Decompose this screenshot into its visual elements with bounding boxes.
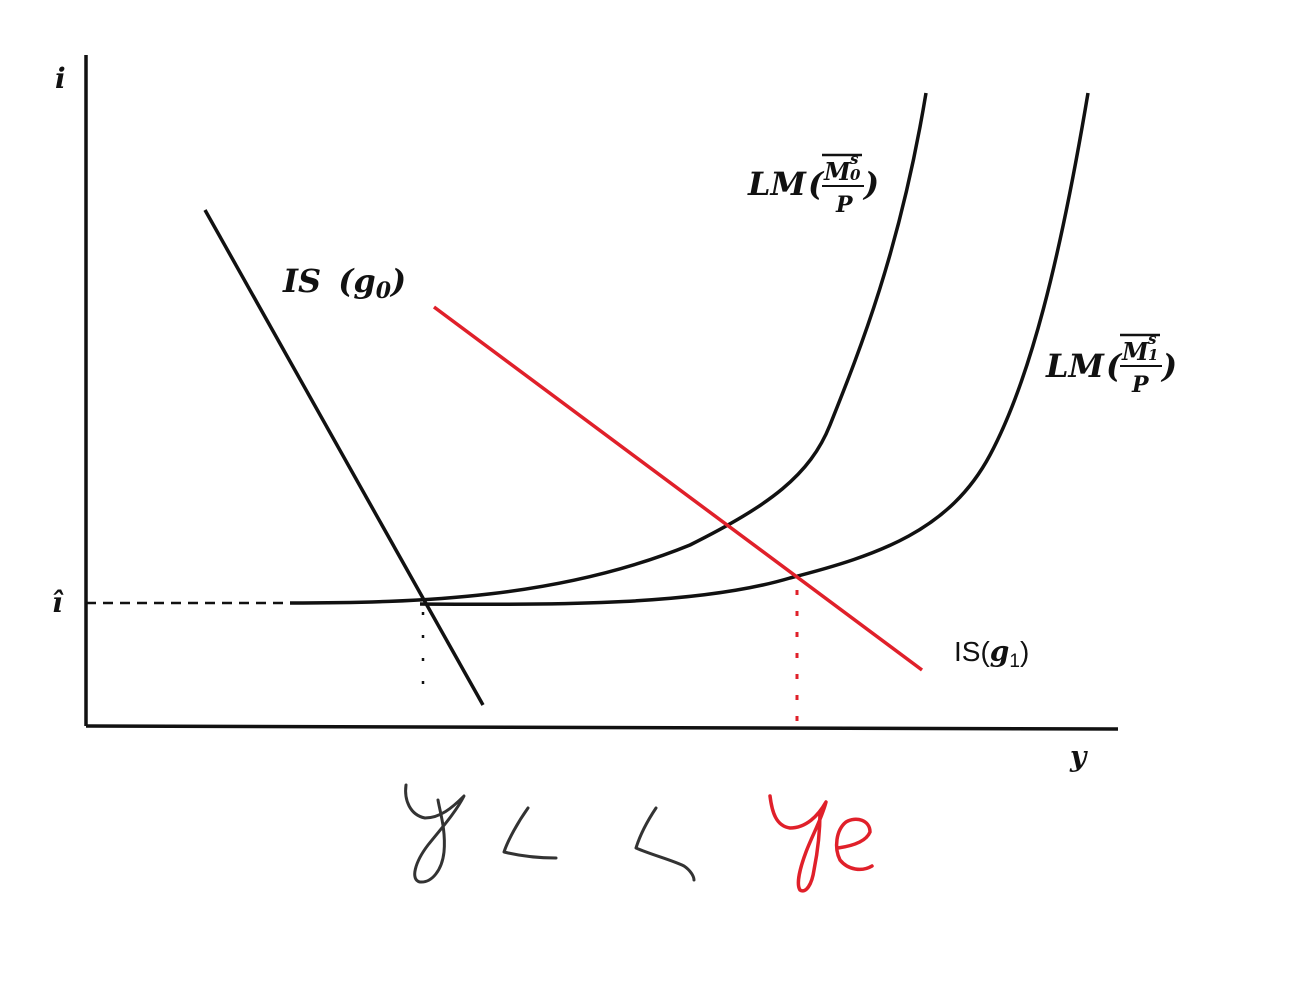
svg-text:LM: LM [1045,347,1106,385]
handwritten-e-red [834,817,874,872]
svg-text:(: ( [808,165,825,203]
svg-text:s: s [850,150,859,168]
svg-text:0: 0 [850,166,861,184]
handwritten-annotation: y < < ye [404,783,874,893]
lm-m0-label: LM ( M s 0 P ) [747,150,879,218]
is-g0-label: IS (g0) [282,262,406,304]
svg-text:): ) [1160,347,1177,385]
handwritten-y-red [768,794,828,893]
y-axis-label: y [1069,740,1088,773]
svg-text:LM: LM [747,165,808,203]
lm-m0-curve [289,92,928,605]
svg-text:P: P [1131,372,1150,398]
svg-text:M: M [1121,337,1150,366]
handwritten-y-black [404,783,466,884]
svg-text:IS(g1): IS(g1) [954,635,1029,672]
horizontal-axis [85,724,1119,731]
less-than-2 [634,806,696,882]
svg-text:IS (g0): IS (g0) [282,262,406,304]
svg-text:s: s [1148,330,1157,348]
svg-text:P: P [835,192,854,218]
lm-m1-curve [419,92,1090,607]
is-g0-line [203,209,485,706]
i-axis-label: i [55,62,66,95]
svg-text:(: ( [1106,347,1123,385]
svg-text:1: 1 [1148,346,1158,364]
svg-text:M: M [823,157,852,186]
less-than-1 [502,806,558,860]
svg-text:): ) [862,165,879,203]
lm-m1-label: LM ( M s 1 P ) [1045,330,1177,398]
is-g1-label: IS(g1) [954,635,1029,672]
i-hat-label: î [52,586,64,619]
is-g1-line [432,305,924,672]
